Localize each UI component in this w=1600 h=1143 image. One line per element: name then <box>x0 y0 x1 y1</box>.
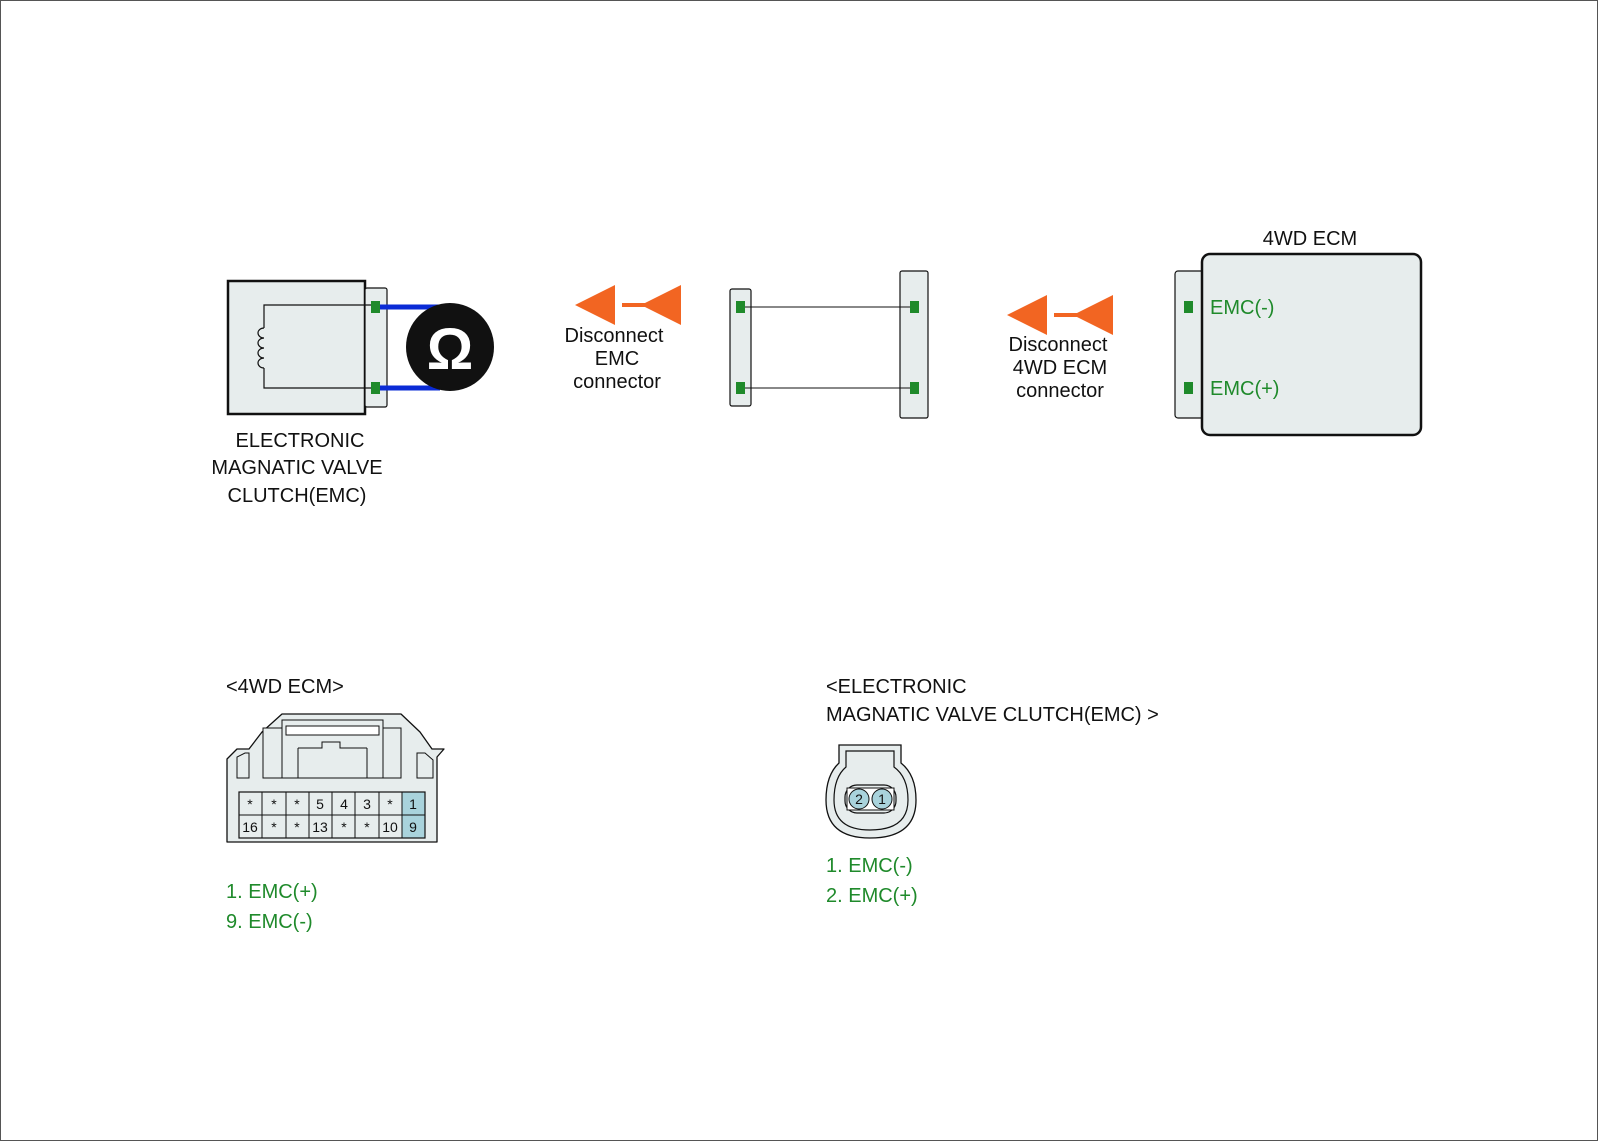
wiring-harness <box>729 270 929 419</box>
ecm-pin-top <box>1184 301 1193 313</box>
emc-pin-top <box>371 301 380 313</box>
ecm-cell: 4 <box>340 796 348 812</box>
ecm-unit: 4WD ECM EMC(-) EMC(+) <box>1174 228 1423 437</box>
ecm-cell: * <box>387 796 393 812</box>
disconnect-emc-line3: connector <box>573 371 661 393</box>
ecm-cell: * <box>364 819 370 835</box>
disconnect-ecm-line3: connector <box>1016 380 1104 402</box>
emc-pin-desc-1: 1. EMC(-) <box>826 855 913 877</box>
ecm-cell: 16 <box>242 819 258 835</box>
ecm-pin-desc-1: 1. EMC(+) <box>226 881 318 903</box>
ecm-cell: * <box>294 819 300 835</box>
ecm-cell: * <box>294 796 300 812</box>
emc-label-line3: CLUTCH(EMC) <box>228 485 367 507</box>
ecm-cell: * <box>341 819 347 835</box>
emc-label-line1: ELECTRONIC <box>236 430 365 452</box>
ecm-cell: 13 <box>312 819 328 835</box>
ecm-cell: * <box>247 796 253 812</box>
emc-connector-face: 2 1 <box>825 744 917 839</box>
ecm-cell: 10 <box>382 819 398 835</box>
disconnect-emc-line1: Disconnect <box>565 325 664 347</box>
disconnect-ecm-line2: 4WD ECM <box>1013 357 1107 379</box>
emc-pin-bottom <box>371 382 380 394</box>
ohm-symbol: Ω <box>427 317 474 382</box>
ecm-cell: 3 <box>363 796 371 812</box>
emc-component: Ω ELECTRONIC MAGNATIC VALVE CLUTCH(EMC) <box>211 279 494 507</box>
emc-label-line2: MAGNATIC VALVE <box>211 457 382 479</box>
ecm-connector-title: <4WD ECM> <box>226 676 344 698</box>
emc-connector-title-line1: <ELECTRONIC <box>826 676 967 698</box>
ecm-unit-title: 4WD ECM <box>1263 228 1357 250</box>
coil-icon <box>257 327 265 369</box>
ecm-cell: 9 <box>409 819 417 835</box>
emc-cell: 2 <box>855 791 863 807</box>
ecm-pin-desc-2: 9. EMC(-) <box>226 911 313 933</box>
ecm-pin-top-label: EMC(-) <box>1210 297 1274 319</box>
emc-cell: 1 <box>878 791 886 807</box>
ecm-cell: 5 <box>316 796 324 812</box>
ecm-pin-bottom <box>1184 382 1193 394</box>
ecm-cell: * <box>271 796 277 812</box>
ohmmeter-icon <box>406 303 494 391</box>
ecm-connector-face: * * * 5 4 3 * 1 16 * * 13 * * 10 9 <box>226 713 445 843</box>
disconnect-emc-line2: EMC <box>595 348 639 370</box>
ecm-cell: * <box>271 819 277 835</box>
ecm-pin-bottom-label: EMC(+) <box>1210 378 1279 400</box>
ecm-pin-grid: * * * 5 4 3 * 1 16 * * 13 * * 10 9 <box>238 791 426 839</box>
emc-connector-title-line2: MAGNATIC VALVE CLUTCH(EMC) > <box>826 704 1159 726</box>
emc-pin-desc-2: 2. EMC(+) <box>826 885 918 907</box>
ecm-cell: 1 <box>409 796 417 812</box>
disconnect-ecm-line1: Disconnect <box>1009 334 1108 356</box>
